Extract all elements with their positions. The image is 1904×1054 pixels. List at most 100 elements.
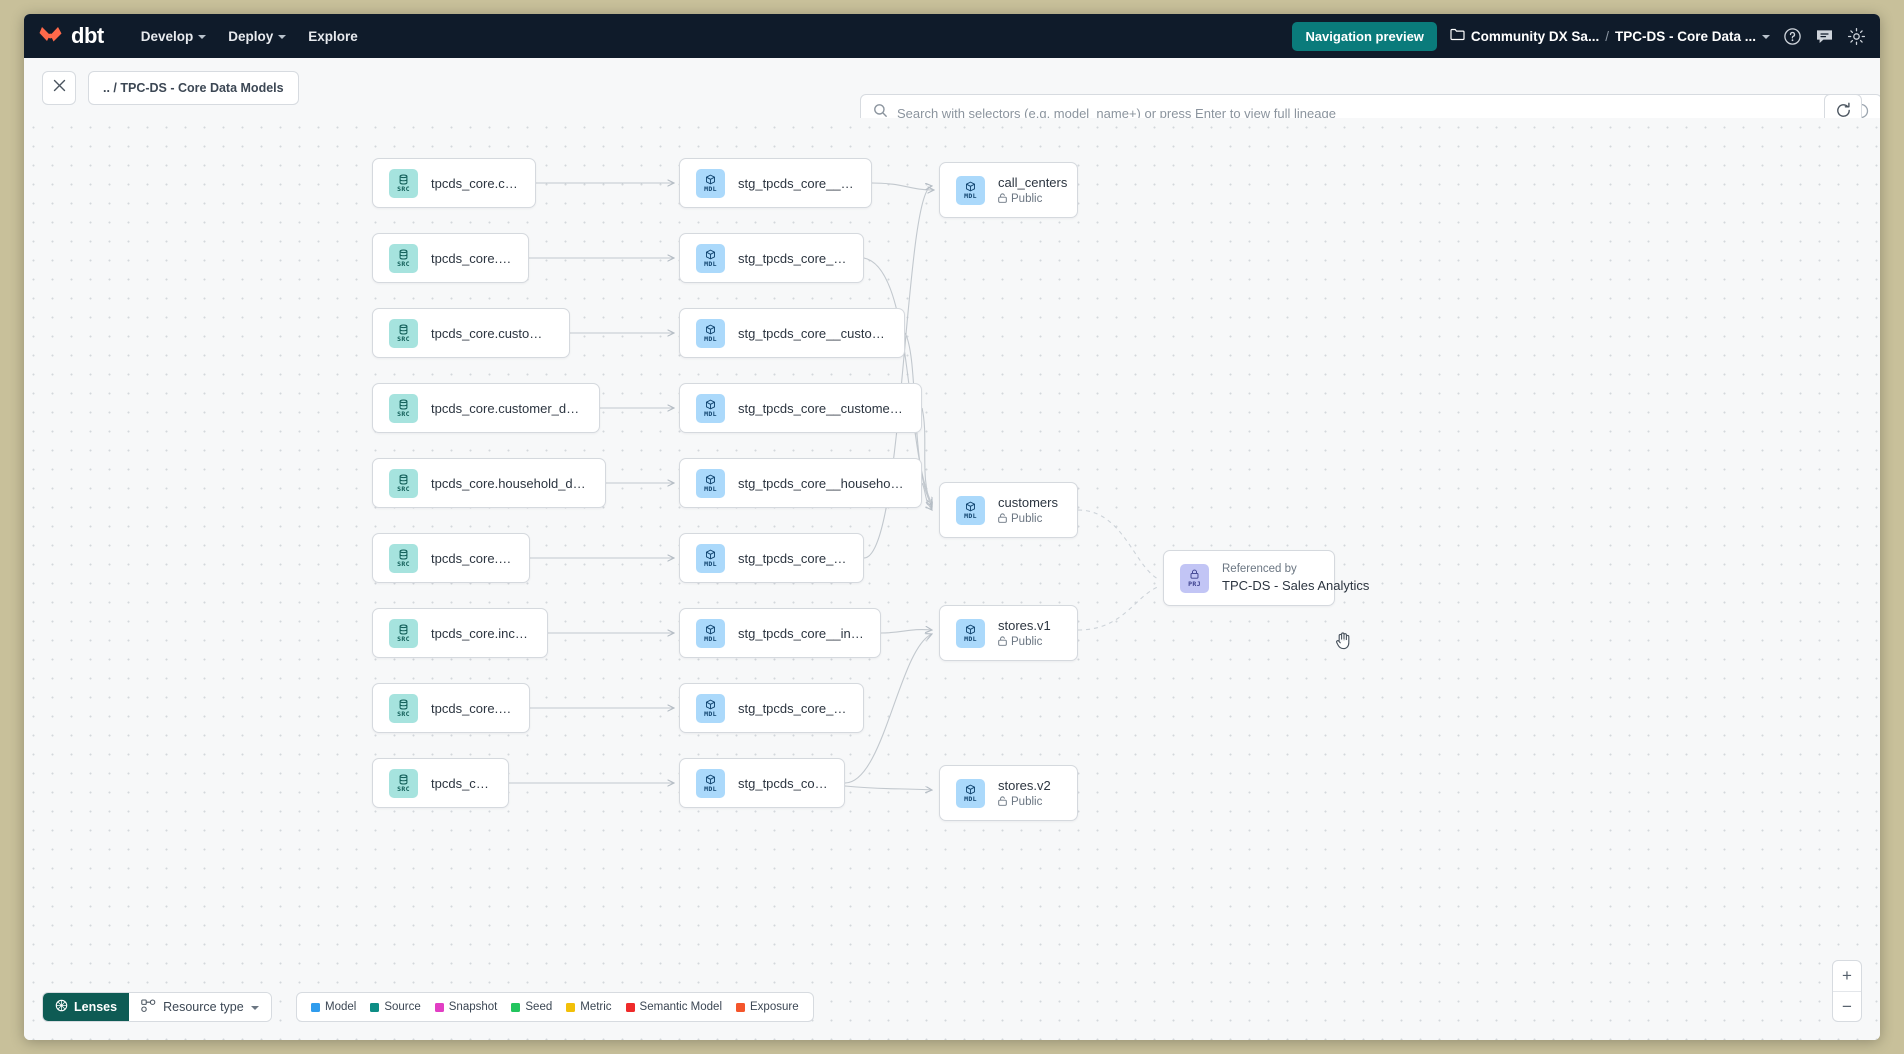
lineage-node-public-model[interactable]: MDL stores.v1 Public [939, 605, 1078, 661]
lineage-toolbar: .. / TPC-DS - Core Data Models [24, 58, 1880, 118]
lineage-node-source[interactable]: SRC tpcds_core.call_center [372, 158, 536, 208]
legend-label: Exposure [750, 1001, 799, 1013]
lineage-node-model[interactable]: MDL stg_tpcds_core__household_demogr… [679, 458, 922, 508]
node-access: Public [998, 635, 1051, 649]
node-label: tpcds_core.customer_address [431, 325, 553, 341]
lock-icon [998, 512, 1007, 526]
legend-swatch [511, 1002, 521, 1012]
search-icon [873, 103, 888, 123]
lineage-node-model[interactable]: MDL stg_tpcds_core__inventory [679, 683, 864, 733]
lineage-edges [509, 118, 1161, 1040]
lineage-node-source[interactable]: SRC tpcds_core.customer_demographics [372, 383, 600, 433]
help-icon[interactable] [1783, 27, 1802, 46]
dbt-logo-text: dbt [71, 23, 104, 48]
node-label: stg_tpcds_core__income_band [738, 625, 864, 641]
badge-text: SRC [397, 259, 410, 268]
badge-text: MDL [704, 484, 717, 493]
legend-item-semantic-model: Semantic Model [625, 1001, 723, 1013]
legend-item-seed: Seed [511, 1001, 552, 1013]
breadcrumb-account[interactable]: Community DX Sa... [1470, 28, 1600, 44]
lineage-node-source[interactable]: SRC tpcds_core.customer [372, 233, 529, 283]
legend-swatch [566, 1002, 576, 1012]
search-input[interactable] [897, 105, 1844, 121]
navigation-preview-button[interactable]: Navigation preview [1292, 21, 1437, 51]
lineage-node-source[interactable]: SRC tpcds_core.customer_address [372, 308, 570, 358]
breadcrumb-chip[interactable]: .. / TPC-DS - Core Data Models [88, 71, 299, 105]
legend-item-model: Model [311, 1001, 356, 1013]
model-badge-icon: MDL [956, 618, 985, 648]
close-lineage-button[interactable] [42, 71, 76, 105]
zoom-out-button[interactable]: − [1833, 991, 1861, 1021]
model-badge-icon: MDL [696, 543, 725, 573]
node-label: stg_tpcds_core__inventory [738, 700, 847, 716]
lineage-node-source[interactable]: SRC tpcds_core.income_band [372, 608, 548, 658]
nav-item-develop[interactable]: Develop [130, 23, 218, 50]
lineage-node-source[interactable]: SRC tpcds_core.date_dim [372, 533, 530, 583]
lens-icon [55, 999, 68, 1015]
badge-text: MDL [964, 794, 977, 803]
badge-text: SRC [397, 559, 410, 568]
legend-label: Semantic Model [639, 1001, 723, 1013]
source-badge-icon: SRC [389, 168, 418, 198]
lineage-node-model[interactable]: MDL stg_tpcds_core__call_center [679, 158, 872, 208]
node-label: stg_tpcds_core__customer_address [738, 325, 888, 341]
lineage-node-public-model[interactable]: MDL customers Public [939, 482, 1078, 538]
nav-item-explore[interactable]: Explore [297, 23, 369, 50]
source-badge-icon: SRC [389, 468, 418, 498]
node-access: Public [998, 512, 1058, 526]
node-label: stg_tpcds_core__customer [738, 250, 847, 266]
legend-label: Model [325, 1001, 357, 1013]
breadcrumb-project[interactable]: TPC-DS - Core Data ... [1614, 28, 1756, 44]
source-badge-icon: SRC [389, 543, 418, 573]
node-text-stack: customers Public [998, 495, 1058, 526]
lineage-node-source[interactable]: SRC tpcds_core.household_demographics [372, 458, 606, 508]
lineage-node-source[interactable]: SRC tpcds_core.store [372, 758, 509, 808]
lineage-node-model[interactable]: MDL stg_tpcds_core__date_dim [679, 533, 864, 583]
lineage-node-project-reference[interactable]: PRJ Referenced by TPC-DS - Sales Analyti… [1163, 550, 1369, 606]
chevron-down-icon[interactable] [1762, 35, 1770, 39]
lineage-node-public-model[interactable]: MDL stores.v2 Public [939, 765, 1078, 821]
node-access-label: Public [1011, 796, 1043, 808]
lineage-node-public-model[interactable]: MDL call_centers Public [939, 162, 1078, 218]
badge-text: MDL [704, 409, 717, 418]
top-breadcrumb[interactable]: Community DX Sa... / TPC-DS - Core Data … [1450, 28, 1770, 44]
lineage-canvas[interactable]: SRC tpcds_core.call_center SRC tpcds_cor… [24, 118, 1880, 1040]
zoom-controls: + − [1832, 960, 1862, 1022]
model-badge-icon: MDL [956, 495, 985, 525]
lenses-button[interactable]: Lenses [43, 993, 130, 1021]
settings-gear-icon[interactable] [1847, 27, 1866, 46]
lineage-node-model[interactable]: MDL stg_tpcds_core__customer [679, 233, 864, 283]
chevron-down-icon [278, 35, 287, 39]
node-access: Public [998, 795, 1051, 809]
source-badge-icon: SRC [389, 768, 418, 798]
referenced-by-label: Referenced by [1222, 563, 1297, 575]
model-badge-icon: MDL [696, 618, 725, 648]
badge-text: SRC [397, 709, 410, 718]
dbt-explore-app: dbt Develop Deploy Explore Navigation pr… [24, 14, 1880, 1040]
close-icon [52, 78, 67, 98]
dbt-logo[interactable]: dbt [38, 23, 104, 49]
node-title: call_centers [998, 174, 1068, 190]
lineage-node-model[interactable]: MDL stg_tpcds_core__customer_address [679, 308, 905, 358]
lineage-node-model[interactable]: MDL stg_tpcds_core__store [679, 758, 845, 808]
model-badge-icon: MDL [696, 693, 725, 723]
top-nav-right-group: Navigation preview Community DX Sa... / … [1292, 21, 1866, 51]
node-text-stack: stores.v2 Public [998, 778, 1051, 809]
badge-text: MDL [704, 559, 717, 568]
model-badge-icon: MDL [696, 318, 725, 348]
legend-item-source: Source [370, 1001, 421, 1013]
lenses-control-group: Lenses Resource type [42, 992, 272, 1022]
badge-text: MDL [704, 184, 717, 193]
badge-text: SRC [397, 784, 410, 793]
lineage-node-model[interactable]: MDL stg_tpcds_core__income_band [679, 608, 881, 658]
node-label: stg_tpcds_core__household_demogr… [738, 475, 905, 491]
resource-type-dropdown[interactable]: Resource type [129, 993, 271, 1021]
node-text-stack: Referenced by TPC-DS - Sales Analytics [1222, 563, 1369, 593]
zoom-in-button[interactable]: + [1842, 966, 1852, 985]
feedback-icon[interactable] [1815, 27, 1834, 46]
nav-item-deploy[interactable]: Deploy [217, 23, 297, 50]
chevron-down-icon [250, 1006, 259, 1010]
legend-swatch [370, 1002, 380, 1012]
lineage-node-model[interactable]: MDL stg_tpcds_core__customer_demogra… [679, 383, 922, 433]
lineage-node-source[interactable]: SRC tpcds_core.inventory [372, 683, 530, 733]
